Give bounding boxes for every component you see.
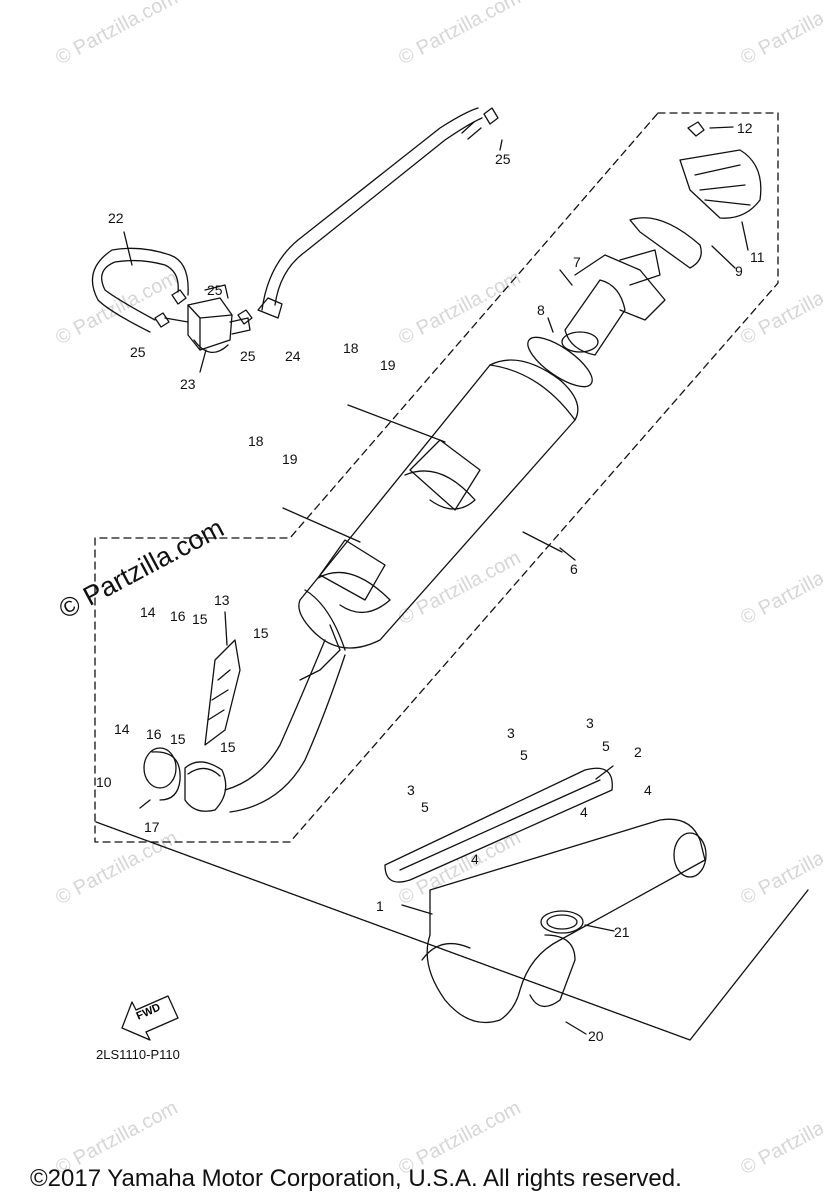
leader-line bbox=[123, 126, 749, 1035]
clamp-25 bbox=[154, 312, 170, 328]
bracket bbox=[317, 571, 391, 613]
clamp-9 bbox=[629, 217, 702, 269]
callout-25: 25 bbox=[130, 344, 146, 360]
callout-25: 25 bbox=[240, 348, 256, 364]
muffler-front-pipe bbox=[184, 639, 346, 813]
callout-17: 17 bbox=[144, 819, 160, 835]
air-valve-23 bbox=[164, 284, 251, 353]
clamp-25 bbox=[237, 309, 253, 325]
spark-arrester-7 bbox=[561, 249, 666, 356]
callout-1: 1 bbox=[376, 898, 384, 914]
callout-16: 16 bbox=[146, 726, 162, 742]
diagram-code: 2LS1110-P110 bbox=[96, 1047, 180, 1062]
heat-protector-13 bbox=[204, 639, 241, 746]
callout-4: 4 bbox=[580, 804, 588, 820]
header-pipe-1 bbox=[421, 818, 707, 1024]
callout-13: 13 bbox=[214, 592, 230, 608]
gasket-21 bbox=[540, 910, 584, 934]
callout-6: 6 bbox=[570, 561, 578, 577]
callout-10: 10 bbox=[96, 774, 112, 790]
callout-18: 18 bbox=[343, 340, 359, 356]
callout-9: 9 bbox=[735, 263, 743, 279]
callout-23: 23 bbox=[180, 376, 196, 392]
callout-22: 22 bbox=[108, 210, 124, 226]
callout-5: 5 bbox=[421, 799, 429, 815]
assembly-boundary bbox=[94, 112, 779, 843]
clamp-25 bbox=[171, 289, 187, 305]
bracket bbox=[404, 470, 476, 510]
callout-15: 15 bbox=[192, 611, 208, 627]
callout-18: 18 bbox=[248, 433, 264, 449]
callout-14: 14 bbox=[140, 604, 156, 620]
callout-2: 2 bbox=[634, 744, 642, 760]
callout-11: 11 bbox=[750, 249, 765, 265]
gasket-8 bbox=[527, 336, 593, 388]
callout-16: 16 bbox=[170, 608, 186, 624]
callout-19: 19 bbox=[282, 451, 298, 467]
copyright-notice: ©2017 Yamaha Motor Corporation, U.S.A. A… bbox=[30, 1165, 682, 1192]
callout-15: 15 bbox=[253, 625, 269, 641]
callout-15: 15 bbox=[220, 739, 236, 755]
header-boundary bbox=[95, 821, 809, 1041]
callout-12: 12 bbox=[737, 120, 753, 136]
callout-15: 15 bbox=[170, 731, 186, 747]
leader-line bbox=[522, 531, 563, 553]
callout-25: 25 bbox=[495, 151, 511, 167]
callout-4: 4 bbox=[644, 782, 652, 798]
callout-3: 3 bbox=[507, 725, 515, 741]
fwd-arrow-icon bbox=[121, 995, 179, 1041]
gasket-10 bbox=[143, 747, 177, 789]
callout-19: 19 bbox=[380, 357, 396, 373]
callout-20: 20 bbox=[588, 1028, 604, 1044]
callout-7: 7 bbox=[573, 254, 581, 270]
heat-shield-2 bbox=[384, 767, 613, 883]
hose-22 bbox=[91, 247, 189, 333]
callout-8: 8 bbox=[537, 302, 545, 318]
callout-5: 5 bbox=[520, 747, 528, 763]
callout-3: 3 bbox=[407, 782, 415, 798]
end-cap-11 bbox=[679, 149, 762, 219]
callout-24: 24 bbox=[285, 348, 301, 364]
callout-25: 25 bbox=[207, 282, 223, 298]
callout-3: 3 bbox=[586, 715, 594, 731]
callout-21: 21 bbox=[614, 924, 630, 940]
muffler-6 bbox=[298, 359, 579, 681]
gasket-21-inner bbox=[546, 914, 578, 930]
callout-5: 5 bbox=[602, 738, 610, 754]
breather-hose bbox=[257, 107, 499, 319]
bolt-12 bbox=[687, 121, 705, 137]
callout-14: 14 bbox=[114, 721, 130, 737]
callout-4: 4 bbox=[471, 851, 479, 867]
